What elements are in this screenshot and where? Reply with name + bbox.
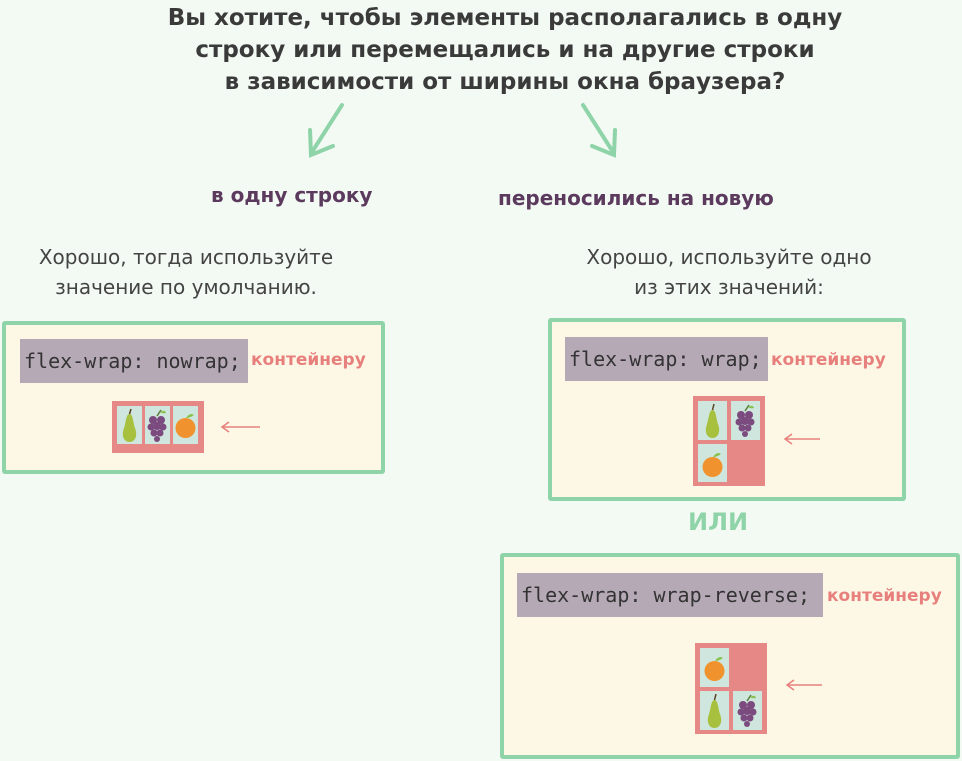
branch-label-single-line: в одну строку [211,183,373,207]
orange-icon [175,414,196,438]
selector-wrap-reverse: контейнеру [827,586,942,606]
flex-item-grapes [731,401,760,440]
grapes-icon [737,694,757,727]
hint-right-line-1: Хорошо, используйте одно [586,245,872,269]
pear-icon [707,693,722,728]
flex-container-wrap [693,396,765,486]
selector-nowrap: контейнеру [251,350,366,370]
flex-item-pear [698,401,727,440]
flex-item-pear [117,406,142,444]
flex-item-grapes [733,691,762,730]
pointer-arrow-icon [783,433,820,445]
question-title: Вы хотите, чтобы элементы располагались … [0,2,962,98]
question-line-3: в зависимости от ширины окна браузера? [224,69,786,95]
arrow-right-icon [581,103,617,158]
grapes-icon [735,404,755,437]
question-line-2: строку или перемещались и на другие стро… [195,37,815,63]
hint-left-line-1: Хорошо, тогда используйте [38,245,334,269]
flex-item-pear [700,691,729,730]
orange-icon [704,657,725,681]
orange-icon [702,453,723,477]
branch-label-wrap: переносились на новую [498,186,774,210]
pointer-arrow-icon [785,679,822,691]
hint-right-line-2: из этих значений: [634,275,824,299]
code-wrap-reverse: flex-wrap: wrap-reverse; [517,573,823,617]
panel-wrap-reverse: flex-wrap: wrap-reverse; контейнеру [500,553,960,759]
flex-item-orange [700,648,729,687]
code-wrap: flex-wrap: wrap; [565,337,768,381]
panel-wrap: flex-wrap: wrap; контейнеру [548,318,906,501]
hint-left-line-2: значение по умолчанию. [55,275,317,299]
code-nowrap: flex-wrap: nowrap; [20,339,248,383]
flex-item-orange [173,406,198,444]
grapes-icon [147,409,167,442]
selector-wrap: контейнеру [771,350,886,370]
or-label: ИЛИ [688,508,749,536]
pear-icon [705,403,720,438]
pear-icon [122,408,137,442]
flex-container-wrap-reverse [695,643,767,734]
arrow-left-icon [308,103,344,158]
question-line-1: Вы хотите, чтобы элементы располагались … [167,5,843,31]
hint-left: Хорошо, тогда используйте значение по ум… [31,242,341,302]
flex-item-orange [698,444,727,482]
flex-item-grapes [145,406,170,444]
pointer-arrow-icon [220,421,260,433]
panel-nowrap: flex-wrap: nowrap; контейнеру [2,321,385,474]
hint-right: Хорошо, используйте одно из этих значени… [574,242,884,302]
flex-container-nowrap [112,401,204,453]
